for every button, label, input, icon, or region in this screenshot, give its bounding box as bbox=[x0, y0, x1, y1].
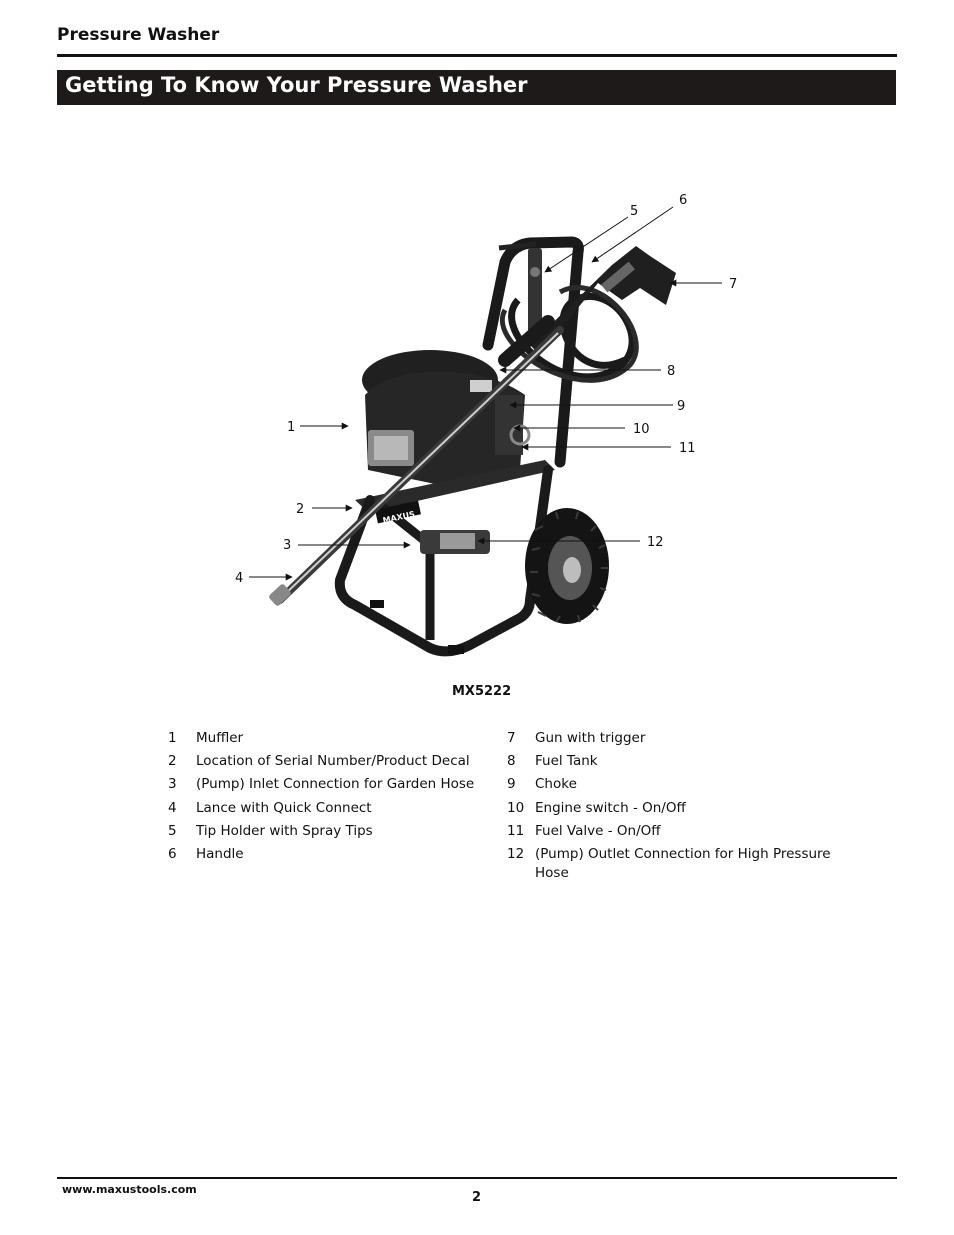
legend-item: 2 Location of Serial Number/Product Deca… bbox=[168, 750, 498, 773]
legend-number: 5 bbox=[168, 822, 177, 839]
document-header-title: Pressure Washer bbox=[57, 25, 220, 45]
pressure-washer-diagram: MAXUS 1 2 3 4 5 6 bbox=[235, 193, 737, 657]
legend-label: (Pump) Outlet Connection for High Pressu… bbox=[535, 846, 831, 882]
callout-5: 5 bbox=[630, 204, 638, 219]
section-title: Getting To Know Your Pressure Washer bbox=[65, 73, 528, 97]
legend-number: 2 bbox=[168, 753, 177, 770]
legend-item: 3 (Pump) Inlet Connection for Garden Hos… bbox=[168, 773, 498, 796]
legend-number: 3 bbox=[168, 776, 177, 793]
legend-item: 8 Fuel Tank bbox=[507, 750, 837, 773]
legend-number: 10 bbox=[507, 799, 525, 816]
callout-4: 4 bbox=[235, 571, 243, 586]
legend-item: 1 Muffler bbox=[168, 727, 498, 750]
callout-1: 1 bbox=[287, 420, 295, 435]
legend-item: 12 (Pump) Outlet Connection for High Pre… bbox=[507, 843, 837, 885]
legend-label: Location of Serial Number/Product Decal bbox=[196, 753, 470, 770]
callout-3: 3 bbox=[283, 538, 291, 553]
legend-item: 6 Handle bbox=[168, 843, 498, 866]
callout-leaders bbox=[249, 206, 722, 581]
footer-website-link[interactable]: www.maxustools.com bbox=[62, 1183, 197, 1196]
legend-number: 8 bbox=[507, 753, 516, 770]
legend-label: (Pump) Inlet Connection for Garden Hose bbox=[196, 776, 475, 793]
legend-label: Handle bbox=[196, 846, 244, 863]
legend-label: Lance with Quick Connect bbox=[196, 799, 372, 816]
legend-number: 9 bbox=[507, 776, 516, 793]
callout-8: 8 bbox=[667, 364, 675, 379]
legend-label: Gun with trigger bbox=[535, 730, 646, 746]
callout-12: 12 bbox=[647, 535, 664, 550]
legend-right-column: 7 Gun with trigger 8 Fuel Tank 9 Choke 1… bbox=[507, 727, 837, 885]
legend-item: 7 Gun with trigger bbox=[507, 727, 837, 750]
model-label: MX5222 bbox=[452, 684, 512, 699]
legend-item: 4 Lance with Quick Connect bbox=[168, 797, 498, 820]
legend-left-column: 1 Muffler 2 Location of Serial Number/Pr… bbox=[168, 727, 498, 866]
callout-6: 6 bbox=[679, 193, 687, 208]
legend-label: Engine switch - On/Off bbox=[535, 799, 686, 816]
legend-label: Tip Holder with Spray Tips bbox=[196, 822, 373, 839]
header-divider bbox=[57, 54, 897, 57]
legend-label: Fuel Tank bbox=[535, 753, 598, 770]
callout-10: 10 bbox=[633, 422, 650, 437]
legend-number: 11 bbox=[507, 822, 525, 839]
section-title-bar: Getting To Know Your Pressure Washer bbox=[57, 70, 896, 105]
legend-item: 10 Engine switch - On/Off bbox=[507, 797, 837, 820]
legend-item: 5 Tip Holder with Spray Tips bbox=[168, 820, 498, 843]
legend-item: 9 Choke bbox=[507, 773, 837, 796]
legend-number: 12 bbox=[507, 846, 525, 863]
legend-number: 6 bbox=[168, 846, 177, 863]
legend-label: Fuel Valve - On/Off bbox=[535, 822, 661, 839]
footer-divider bbox=[57, 1177, 897, 1179]
legend-label: Muffler bbox=[196, 730, 244, 746]
legend-item: 11 Fuel Valve - On/Off bbox=[507, 820, 837, 843]
callout-9: 9 bbox=[677, 399, 685, 414]
callout-7: 7 bbox=[729, 277, 737, 292]
legend-label: Choke bbox=[535, 776, 577, 793]
callout-11: 11 bbox=[679, 441, 696, 456]
legend-number: 1 bbox=[168, 730, 177, 746]
legend-number: 7 bbox=[507, 730, 516, 746]
legend-number: 4 bbox=[168, 799, 177, 816]
callout-2: 2 bbox=[296, 502, 304, 517]
machine-illustration: MAXUS bbox=[269, 236, 676, 657]
page-number: 2 bbox=[472, 1190, 482, 1205]
